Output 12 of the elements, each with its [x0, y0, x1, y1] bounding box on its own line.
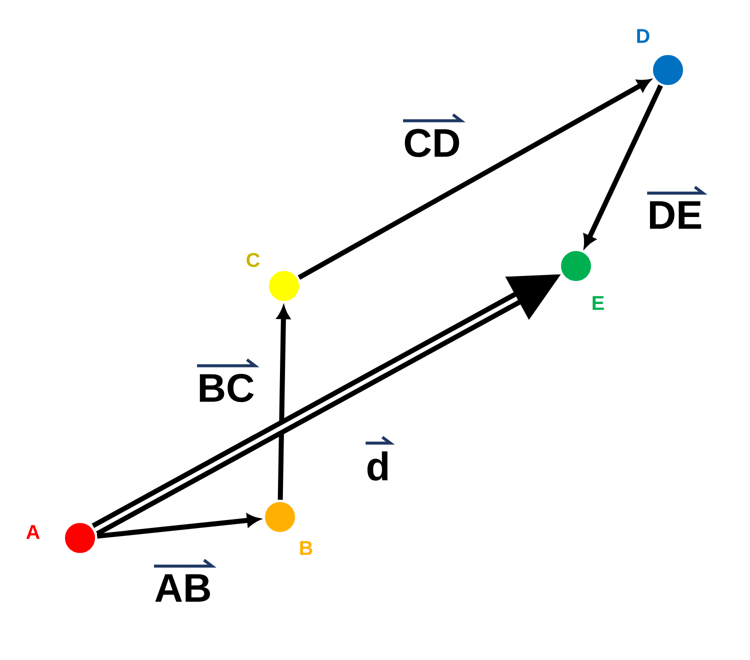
- point-label: E: [592, 296, 604, 310]
- vector-arrow: [298, 79, 650, 280]
- vector-label: BC: [197, 358, 260, 402]
- point-label: D: [637, 29, 650, 43]
- vector-label: AB: [154, 558, 216, 602]
- vector-label: CD: [403, 114, 466, 158]
- point-label: B: [300, 541, 312, 555]
- vector-label: d: [366, 436, 395, 481]
- vector-arrow: [584, 84, 663, 248]
- point-label: A: [26, 525, 40, 539]
- vector-label: DE: [647, 186, 708, 229]
- point-label: C: [246, 252, 260, 268]
